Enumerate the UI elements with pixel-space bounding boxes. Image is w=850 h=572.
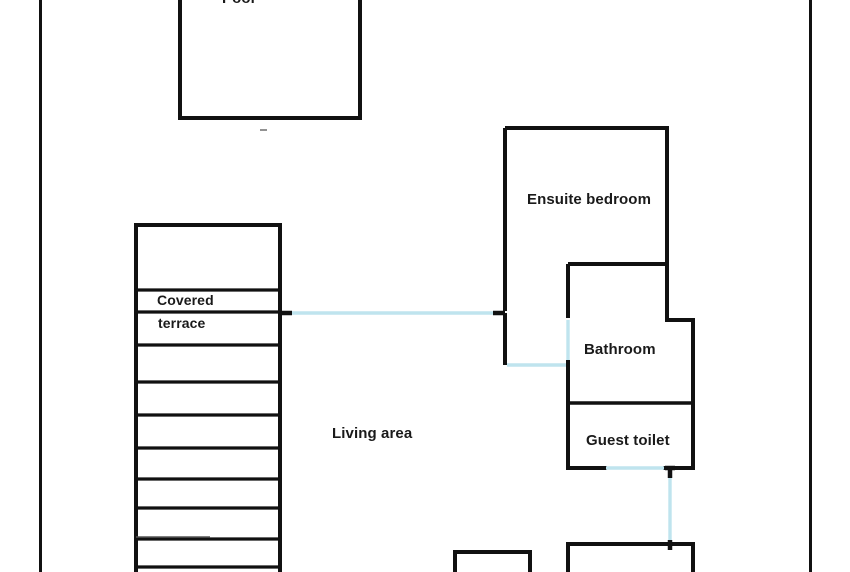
bathroom-outline <box>566 262 695 405</box>
room-label-guest-toilet: Guest toilet <box>586 432 670 449</box>
door-openings <box>288 311 672 545</box>
covered-terrace-slats <box>136 288 280 569</box>
covered-terrace-outline <box>134 223 282 572</box>
room-label-living-area: Living area <box>332 425 413 442</box>
ensuite-bedroom-outline <box>503 126 669 365</box>
room-label-bathroom: Bathroom <box>584 341 656 358</box>
room-label-covered-terrace-line1: Covered <box>157 292 214 308</box>
pool-outline <box>178 0 362 120</box>
lower-room-right-outline <box>566 542 695 572</box>
room-label-pool: Pool <box>222 0 255 8</box>
room-label-covered-terrace-line2: terrace <box>158 315 206 331</box>
room-label-ensuite-bedroom: Ensuite bedroom <box>527 191 652 208</box>
door-jambs <box>280 310 675 550</box>
lower-room-left-outline <box>453 550 532 572</box>
boundary-walls <box>39 0 812 572</box>
